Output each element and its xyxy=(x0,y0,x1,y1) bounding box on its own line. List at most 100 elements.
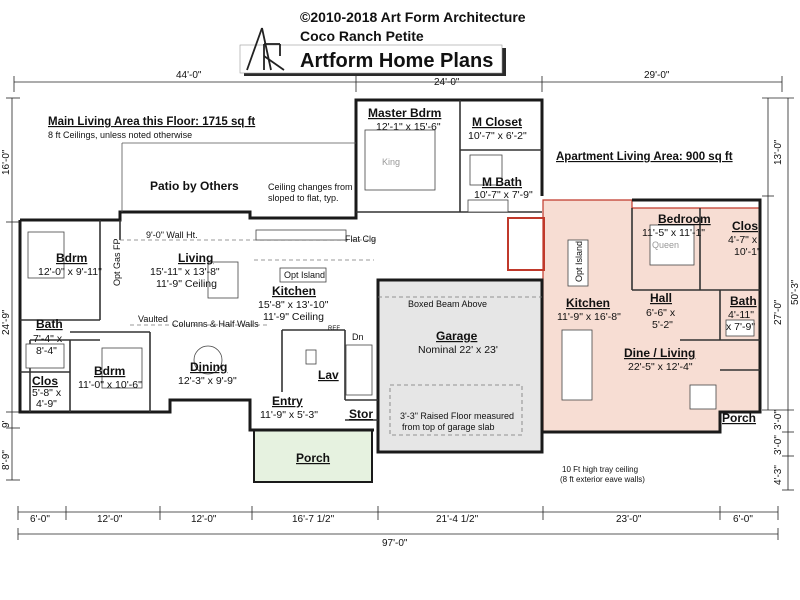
right-dimensions: 13'-0" 27'-0" 50'-3" 3'-0" 3'-0" 4'-3" xyxy=(762,97,800,491)
room-bath-dims-2: 8'-4" xyxy=(36,345,57,357)
room-stor: Stor xyxy=(349,407,373,421)
bed2-icon xyxy=(101,347,143,389)
room-living: Living xyxy=(178,251,213,265)
room-m-bath-dims: 10'-7" x 7'-9" xyxy=(474,189,533,201)
ceiling-lines xyxy=(120,142,542,436)
room-master-bdrm-dims: 12'-1" x 15'-6" xyxy=(376,121,441,133)
apt-kitchen-island-label: Opt Island xyxy=(574,241,584,282)
dim-left-2: 24'-9" xyxy=(1,309,12,335)
dim-left-3: 9' xyxy=(1,420,12,428)
dim-bottom-5: 21'-4 1/2" xyxy=(436,514,479,525)
plan-name: Coco Ranch Petite xyxy=(300,28,424,44)
queen-bed-icon xyxy=(649,224,695,266)
copyright-text: ©2010-2018 Art Form Architecture xyxy=(300,9,526,25)
apartment-area-note: Apartment Living Area: 900 sq ft xyxy=(556,151,733,163)
logo-text: Artform Home Plans xyxy=(300,50,493,72)
ref-label: REF xyxy=(328,326,340,332)
room-entry-dims: 11'-9" x 5'-3" xyxy=(260,409,318,421)
room-apt-porch: Porch xyxy=(722,411,756,425)
room-bdrm-2: Bdrm xyxy=(94,364,125,378)
room-m-closet-dims: 10'-7" x 6'-2" xyxy=(468,130,527,142)
room-bdrm-1-dims: 12'-0" x 9'-11" xyxy=(38,266,102,278)
dim-bottom-1: 6'-0" xyxy=(30,514,50,525)
room-lav: Lav xyxy=(318,368,339,382)
dim-right-4: 3'-0" xyxy=(773,435,784,455)
top-dimensions: 44'-0" 24'-0" 29'-0" xyxy=(13,70,783,92)
king-bed-icon xyxy=(364,129,436,191)
ceilings-note: 8 ft Ceilings, unless noted otherwise xyxy=(48,130,192,140)
dim-bottom-4: 16'-7 1/2" xyxy=(292,514,335,525)
raised-floor-note-2: from top of garage slab xyxy=(402,422,495,432)
dim-top-1: 44'-0" xyxy=(176,70,202,81)
wall-ht-note: 9'-0" Wall Ht. xyxy=(146,230,198,240)
tray-ceiling-note-1: 10 Ft high tray ceiling xyxy=(562,465,638,474)
porch-area xyxy=(253,429,373,483)
room-dining: Dining xyxy=(190,360,227,374)
bed-icon xyxy=(27,231,65,279)
room-hall-dims-1: 6'-6" x xyxy=(646,307,676,319)
dim-right-1: 13'-0" xyxy=(773,139,784,165)
room-kitchen-ceiling: 11'-9" Ceiling xyxy=(263,311,324,323)
room-dining-dims: 12'-3" x 9'-9" xyxy=(178,375,237,387)
room-apt-bath: Bath xyxy=(730,294,757,308)
left-dimensions: 16'-0" 24'-9" 9' 8'-9" xyxy=(1,97,20,481)
room-master-bdrm: Master Bdrm xyxy=(368,106,441,120)
kitchen-island-label: Opt Island xyxy=(284,270,325,280)
artform-logo: Artform Home Plans xyxy=(239,27,506,76)
main-area-note: Main Living Area this Floor: 1715 sq ft xyxy=(48,116,255,128)
room-garage-dims: Nominal 22' x 23' xyxy=(418,344,498,356)
ceiling-change-note-2: sloped to flat, typ. xyxy=(268,193,339,203)
dim-top-2: 24'-0" xyxy=(434,77,460,88)
room-hall-dims-2: 5'-2" xyxy=(652,319,673,331)
dim-top-3: 29'-0" xyxy=(644,70,670,81)
kitchen-counter-icon xyxy=(255,229,347,241)
room-apt-clos-dims-1: 4'-7" x xyxy=(728,234,758,246)
dim-bottom-2: 12'-0" xyxy=(97,514,123,525)
dim-right-2: 27'-0" xyxy=(773,299,784,325)
garage-area xyxy=(378,280,542,452)
apt-sofa-icon xyxy=(689,384,717,410)
room-apt-clos-dims-2: 10'-1" xyxy=(734,246,761,258)
room-bdrm-2-dims: 11'-0" x 10'-6" xyxy=(78,379,142,391)
queen-label: Queen xyxy=(652,240,679,250)
room-apt-bath-dims-2: x 7'-9" xyxy=(726,321,755,333)
island-icon xyxy=(279,267,327,283)
room-bath-dims-1: 7'-4" x xyxy=(33,333,63,345)
columns-note: Columns & Half Walls xyxy=(172,319,259,329)
room-apt-bedroom: Bedroom xyxy=(658,212,711,226)
room-clos-left-dims-2: 4'-9" xyxy=(36,398,57,410)
tub-icon xyxy=(25,343,65,369)
notes: Main Living Area this Floor: 1715 sq ft … xyxy=(48,116,733,484)
room-porch-main: Porch xyxy=(296,451,330,465)
room-apt-clos: Clos xyxy=(732,219,758,233)
room-entry: Entry xyxy=(272,394,303,408)
apt-table-icon xyxy=(561,329,593,401)
boxed-beam-note: Boxed Beam Above xyxy=(408,299,487,309)
stairs-icon xyxy=(345,344,373,396)
dn-label: Dn xyxy=(352,332,364,342)
dim-bottom-6: 23'-0" xyxy=(616,514,642,525)
interior-walls xyxy=(20,100,760,421)
patio-note: Patio by Others xyxy=(150,179,239,193)
room-apt-kitchen: Kitchen xyxy=(566,296,610,310)
dim-overall: 97'-0" xyxy=(382,538,408,549)
dining-table-icon xyxy=(193,345,223,375)
room-kitchen: Kitchen xyxy=(272,284,316,298)
room-apt-kitchen-dims: 11'-9" x 16'-8" xyxy=(557,311,621,323)
dim-right-5: 3'-0" xyxy=(773,410,784,430)
toilet-icon xyxy=(305,349,317,365)
room-dine-living-dims: 22'-5" x 12'-4" xyxy=(628,361,693,373)
dim-right-3: 50'-3" xyxy=(790,279,800,305)
vaulted-note: Vaulted xyxy=(138,314,168,324)
dim-bottom-7: 6'-0" xyxy=(733,514,753,525)
ceiling-change-note-1: Ceiling changes from xyxy=(268,182,353,192)
room-living-dims: 15'-11" x 13'-8" xyxy=(150,266,220,278)
bottom-dimensions: 6'-0" 12'-0" 12'-0" 16'-7 1/2" 21'-4 1/2… xyxy=(17,506,779,549)
dim-left-1: 16'-0" xyxy=(1,149,12,175)
apt-stair-box xyxy=(507,217,545,271)
dim-left-4: 8'-9" xyxy=(1,450,12,470)
room-clos-left: Clos xyxy=(32,374,58,388)
room-bath: Bath xyxy=(36,317,63,331)
apt-tub-icon xyxy=(725,319,755,337)
